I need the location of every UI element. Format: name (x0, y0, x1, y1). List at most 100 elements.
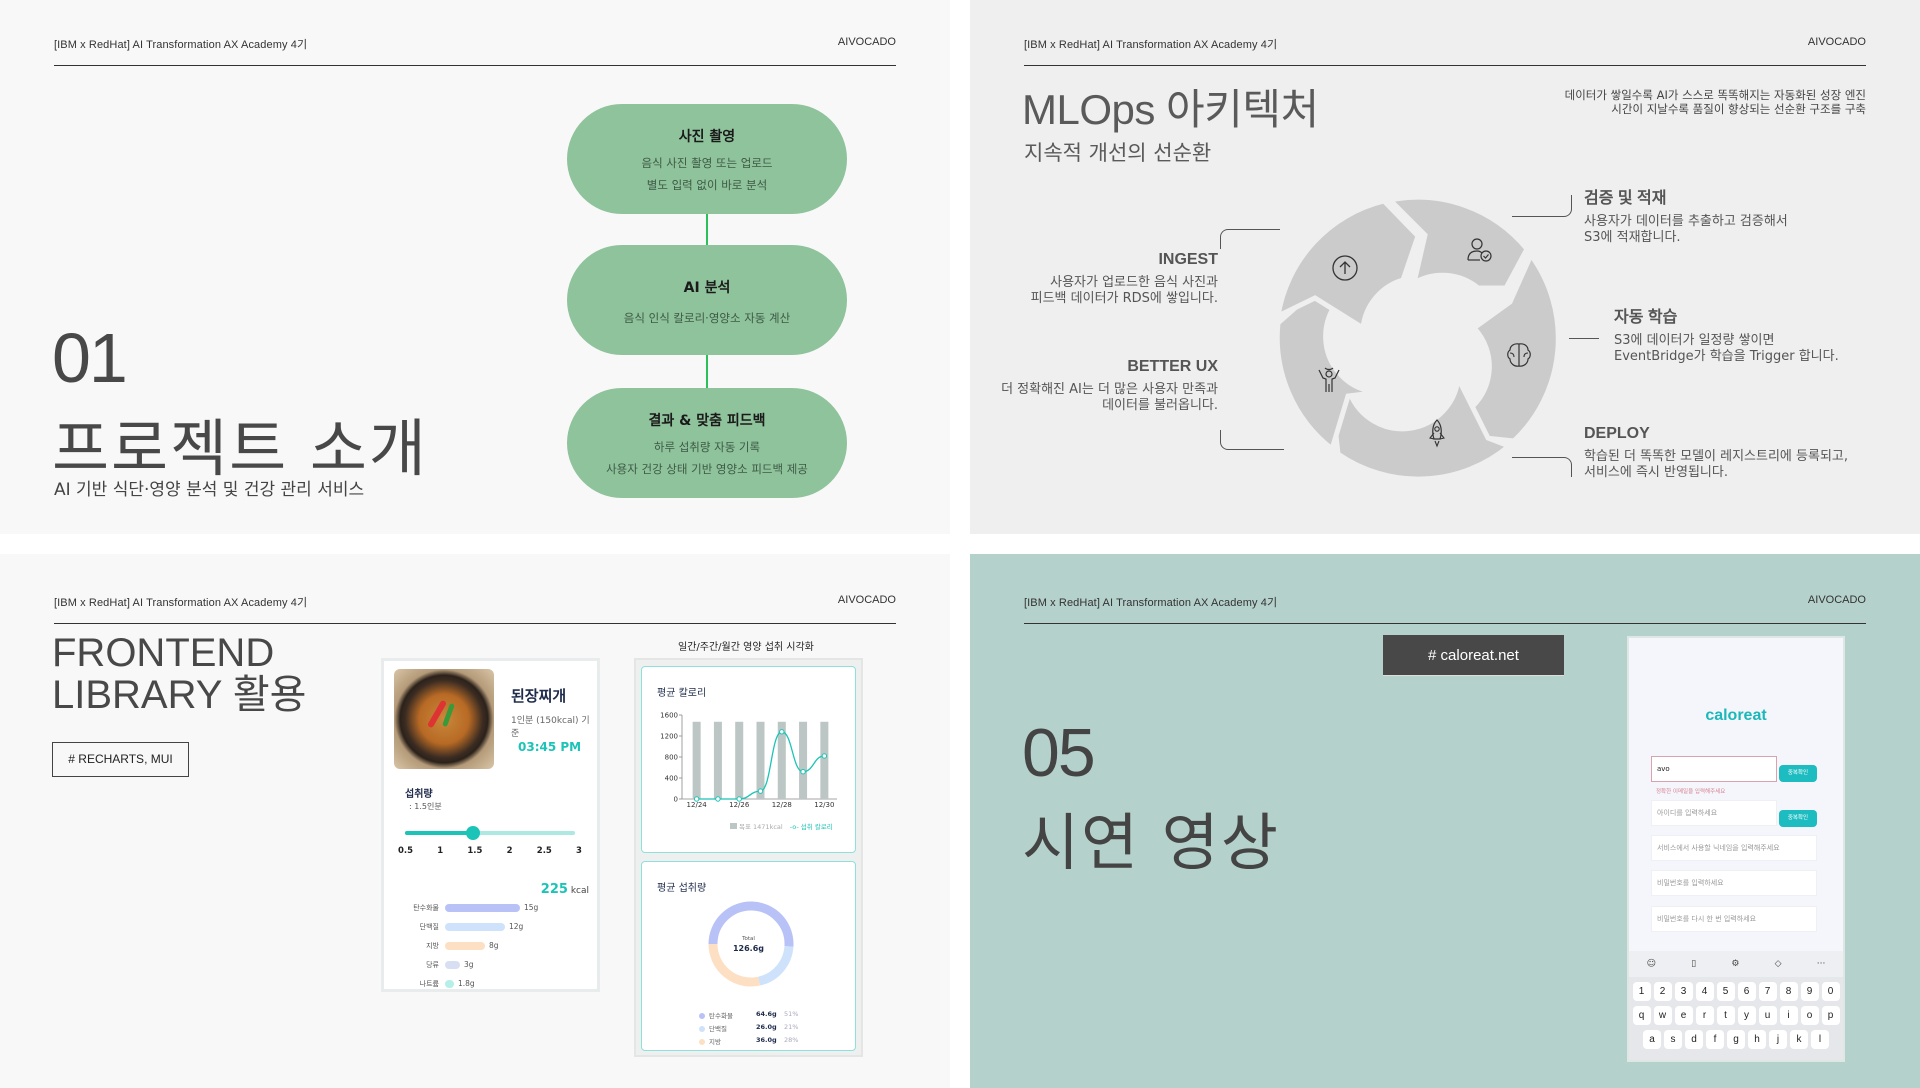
svg-text:1600: 1600 (660, 712, 678, 720)
email-field[interactable]: avo (1651, 756, 1777, 782)
stage-title: 자동 학습 (1614, 309, 1678, 326)
header-divider (1024, 623, 1866, 624)
key-t[interactable]: t (1716, 1006, 1735, 1025)
key-0[interactable]: 0 (1821, 982, 1840, 1001)
key-y[interactable]: y (1737, 1006, 1756, 1025)
meal-time: 03:45 PM (518, 740, 582, 754)
key-3[interactable]: 3 (1674, 982, 1693, 1001)
header-divider (54, 65, 896, 66)
key-7[interactable]: 7 (1758, 982, 1777, 1001)
step-desc: 사용자 건강 상태 기반 영양소 피드백 제공 (606, 462, 808, 476)
key-u[interactable]: u (1758, 1006, 1777, 1025)
header-divider (54, 623, 896, 624)
key-1[interactable]: 1 (1632, 982, 1651, 1001)
nickname-field[interactable]: 서비스에서 사용할 닉네임을 입력해주세요 (1651, 835, 1817, 861)
key-a[interactable]: a (1643, 1030, 1661, 1049)
key-o[interactable]: o (1800, 1006, 1819, 1025)
key-9[interactable]: 9 (1800, 982, 1819, 1001)
key-4[interactable]: 4 (1695, 982, 1714, 1001)
id-dup-check-button[interactable]: 중복확인 (1779, 810, 1817, 827)
key-5[interactable]: 5 (1716, 982, 1735, 1001)
nutrient-value: 1.8g (458, 979, 475, 988)
stage-desc: 데이터를 불러옵니다. (1102, 398, 1218, 413)
key-w[interactable]: w (1653, 1006, 1672, 1025)
stage-desc: 사용자가 업로드한 음식 사진과 (1050, 275, 1218, 290)
section-subtitle: 지속적 개선의 선순환 (1024, 141, 1212, 165)
slider-thumb[interactable] (466, 826, 480, 840)
clipboard-icon[interactable]: ▯ (1691, 959, 1697, 969)
chart-title: 평균 섭취량 (657, 883, 707, 894)
key-h[interactable]: h (1748, 1030, 1766, 1049)
svg-text:400: 400 (665, 775, 678, 783)
team-label: AIVOCADO (837, 594, 896, 606)
nutrient-name: 나트륨 (419, 980, 439, 988)
slider-tick: 3 (576, 846, 582, 856)
email-dup-check-button[interactable]: 중복확인 (1779, 765, 1817, 782)
password-confirm-field[interactable]: 비밀번호를 다시 한 번 입력하세요 (1651, 906, 1817, 932)
nutrient-value: 12g (509, 922, 524, 931)
nutrient-value: 3g (464, 960, 474, 969)
key-r[interactable]: r (1695, 1006, 1714, 1025)
stage-auto-train: 자동 학습 S3에 데이터가 일정량 쌓이면 EventBridge가 학습을 … (1614, 303, 1839, 365)
stage-title: 검증 및 적재 (1584, 190, 1667, 207)
step-desc: 음식 사진 촬영 또는 업로드 (641, 156, 773, 170)
key-k[interactable]: k (1790, 1030, 1808, 1049)
key-6[interactable]: 6 (1737, 982, 1756, 1001)
settings-icon[interactable]: ⚙ (1731, 959, 1740, 969)
key-q[interactable]: q (1632, 1006, 1651, 1025)
deploy-bracket (1512, 457, 1572, 477)
intake-label: 섭취량 (405, 789, 433, 800)
slider-ticks: 0.5 1 1.5 2 2.5 3 (398, 846, 582, 856)
donut-total-value: 126.6g (732, 944, 765, 953)
nutrient-bar (445, 904, 520, 912)
food-photo (394, 669, 494, 769)
team-label: AIVOCADO (1807, 594, 1866, 606)
step-feedback: 결과 & 맞춤 피드백 하루 섭취량 자동 기록 사용자 건강 상태 기반 영양… (567, 388, 847, 498)
slider-tick: 2.5 (536, 846, 552, 856)
key-p[interactable]: p (1821, 1006, 1840, 1025)
key-8[interactable]: 8 (1779, 982, 1798, 1001)
svg-text:800: 800 (665, 754, 678, 762)
email-error: 정확한 이메일을 입력해주세요 (1656, 789, 1726, 795)
legend-grams: 64.6g (756, 1010, 777, 1018)
key-s[interactable]: s (1664, 1030, 1682, 1049)
team-label: AIVOCADO (1807, 36, 1866, 48)
keyboard-toolbar: ☺ ▯ ⚙ ◇ ··· (1629, 951, 1843, 977)
key-j[interactable]: j (1769, 1030, 1787, 1049)
key-e[interactable]: e (1674, 1006, 1693, 1025)
emoji-icon[interactable]: ☺ (1646, 959, 1656, 969)
key-2[interactable]: 2 (1653, 982, 1672, 1001)
key-f[interactable]: f (1706, 1030, 1724, 1049)
donut-total-label: Total (742, 936, 755, 942)
svg-text:12/24: 12/24 (687, 801, 708, 809)
step-desc: 별도 입력 없이 바로 분석 (646, 178, 768, 192)
title-line: FRONTEND (52, 631, 275, 675)
slider-tick: 1.5 (467, 846, 483, 856)
svg-text:12/28: 12/28 (772, 801, 792, 809)
legend-name: 지방 (709, 1038, 721, 1046)
title-line: LIBRARY 활용 (52, 673, 307, 717)
key-l[interactable]: l (1811, 1030, 1829, 1049)
mlops-cycle-diagram (1275, 195, 1561, 481)
id-field[interactable]: 아이디를 입력하세요 (1651, 800, 1777, 826)
key-d[interactable]: d (1685, 1030, 1703, 1049)
stage-desc: 피드백 데이터가 RDS에 쌓입니다. (1030, 291, 1218, 306)
intake-slider[interactable] (405, 826, 575, 840)
svg-text:0: 0 (674, 796, 678, 804)
cursor-move-icon[interactable]: ◇ (1774, 959, 1782, 969)
course-label: [IBM x RedHat] AI Transformation AX Acad… (54, 597, 308, 609)
step-photo: 사진 촬영 음식 사진 촬영 또는 업로드 별도 입력 없이 바로 분석 (567, 104, 847, 214)
more-icon[interactable]: ··· (1816, 959, 1826, 969)
key-g[interactable]: g (1727, 1030, 1745, 1049)
password-field[interactable]: 비밀번호를 입력하세요 (1651, 870, 1817, 896)
phone-mockup: caloreat avo 중복확인 정확한 이메일을 입력해주세요 아이디를 입… (1627, 636, 1845, 1062)
calorie-legend: 목표 1471kcal -o- 섭취 칼로리 (730, 821, 833, 831)
key-i[interactable]: i (1779, 1006, 1798, 1025)
charts-caption: 일간/주간/월간 영양 섭취 시각화 (678, 642, 814, 653)
validate-bracket (1512, 195, 1572, 217)
